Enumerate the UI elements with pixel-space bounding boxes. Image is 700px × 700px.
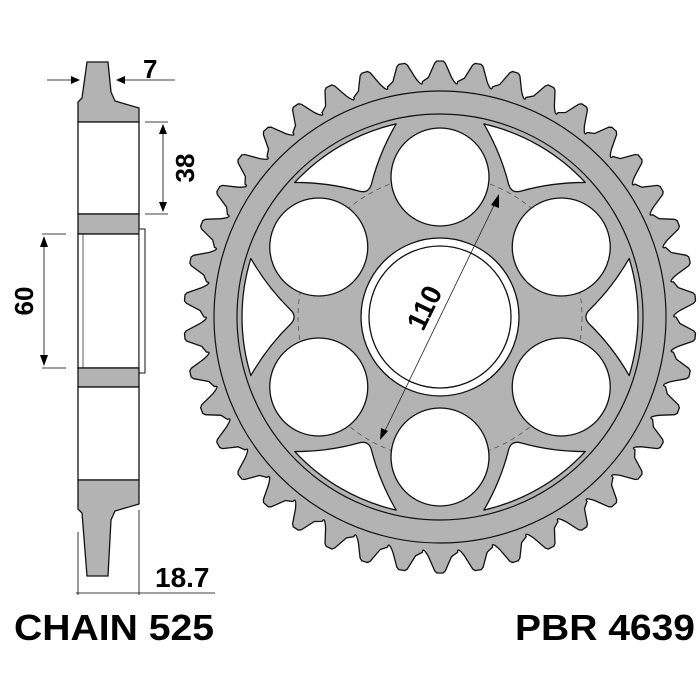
- triangular-cutout: [483, 123, 586, 193]
- dim-tooth-thickness: 7: [143, 54, 157, 84]
- lightening-hole: [390, 407, 490, 507]
- triangular-cutout: [241, 257, 295, 377]
- lightening-hole: [511, 197, 611, 297]
- lightening-hole: [390, 127, 490, 227]
- lightening-hole: [269, 197, 369, 297]
- lightening-hole: [511, 337, 611, 437]
- triangular-cutout: [294, 123, 397, 193]
- side-view-top-section: [77, 61, 140, 123]
- lightening-hole: [269, 337, 369, 437]
- side-view-flange-top: [77, 213, 140, 235]
- dim-flange-height: 38: [170, 154, 200, 183]
- triangular-cutout: [483, 441, 586, 511]
- dim-center-bore: 60: [9, 287, 39, 316]
- triangular-cutout: [294, 441, 397, 511]
- chain-label: CHAIN 525: [14, 607, 214, 648]
- dimension-lines: [40, 76, 215, 595]
- side-view-bottom-section: [77, 479, 140, 577]
- side-view-flange-bottom: [77, 367, 140, 388]
- dim-overall-width: 18.7: [155, 562, 210, 593]
- part-number: PBR 4639: [515, 607, 695, 648]
- side-view: [77, 61, 146, 577]
- triangular-cutout: [585, 257, 639, 377]
- front-view: [183, 60, 697, 574]
